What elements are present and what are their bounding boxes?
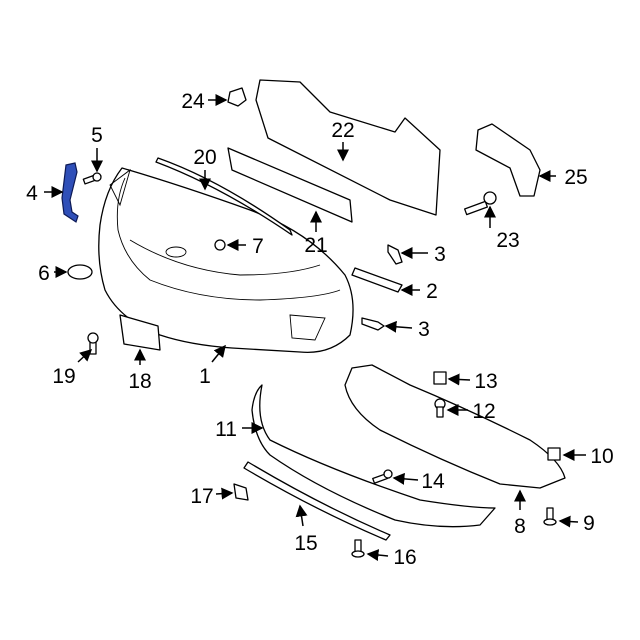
bumper-cover: [98, 167, 354, 354]
nut: [227, 87, 247, 107]
callout-25: 25: [564, 166, 587, 189]
callout-10: 10: [590, 445, 613, 468]
molding-strip: [155, 157, 293, 236]
callout-19: 19: [52, 365, 75, 388]
callout-3a: 3: [434, 243, 446, 266]
nut-10: [547, 447, 561, 461]
bracket-right: [475, 123, 541, 197]
splash-shield: [344, 364, 566, 489]
bolt-9: [543, 507, 557, 526]
energy-absorber: [227, 147, 353, 223]
callout-23: 23: [496, 229, 519, 252]
callout-20: 20: [193, 146, 216, 169]
callout-14: 14: [421, 470, 445, 493]
callout-11: 11: [215, 418, 237, 441]
callout-3b: 3: [418, 318, 430, 341]
emblem: [67, 264, 93, 280]
callout-8: 8: [514, 515, 526, 538]
callout-13: 13: [474, 370, 497, 393]
lower-grille-strip: [243, 461, 391, 541]
callout-7: 7: [252, 235, 264, 258]
callout-21: 21: [304, 234, 327, 257]
callout-2: 2: [426, 280, 438, 303]
clip-17: [233, 483, 249, 501]
callout-5: 5: [91, 124, 103, 147]
rivet: [387, 244, 403, 265]
callout-15: 15: [294, 532, 317, 555]
screw-14: [372, 469, 393, 484]
callout-24: 24: [181, 90, 205, 113]
callout-arrows: [44, 94, 586, 562]
callout-6: 6: [38, 262, 50, 285]
bracket-strip: [351, 267, 403, 293]
callout-labels: 24 5 20 22 25 4 7 21 23 6 3 2 3 19 18 1 …: [26, 90, 614, 569]
screw: [82, 172, 102, 185]
callout-18: 18: [128, 370, 151, 393]
license-bracket: [119, 314, 161, 351]
bolt: [463, 191, 497, 216]
impact-beam: [255, 79, 441, 216]
nut-13: [433, 371, 447, 385]
bracket-highlighted: [61, 162, 79, 223]
callout-9: 9: [583, 512, 595, 535]
callout-12: 12: [472, 400, 495, 423]
bolt-12: [434, 398, 446, 418]
callout-17: 17: [190, 485, 213, 508]
callout-1: 1: [199, 365, 211, 388]
bolt-16: [351, 539, 365, 558]
callout-22: 22: [331, 119, 354, 142]
callout-4: 4: [26, 182, 38, 205]
rivet: [361, 317, 385, 331]
clip: [214, 239, 226, 251]
bolt: [87, 332, 99, 355]
callout-16: 16: [393, 546, 416, 569]
